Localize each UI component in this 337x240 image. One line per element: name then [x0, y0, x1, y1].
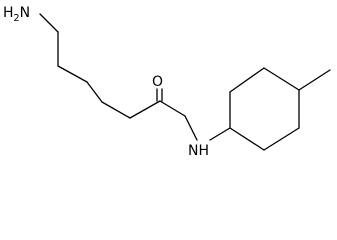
bond-c2-c3 — [57, 65, 88, 83]
amine-hydrogen-count: 2 — [14, 13, 20, 24]
bond-c4-c5 — [101, 101, 131, 119]
bond-carbonyl-amide-n — [159, 100, 186, 117]
bond-amide-n-down — [184, 115, 198, 141]
bond-amide-n-ring — [209, 127, 231, 141]
ring-bond-2 — [229, 67, 265, 93]
ring-bond-5 — [263, 127, 300, 151]
carbonyl-oxygen-label: O — [152, 74, 163, 90]
bond-c3-c4 — [86, 81, 103, 103]
bond-c5-c6 — [129, 100, 161, 119]
amine-group-label: H2N — [3, 5, 30, 24]
amine-hydrogen-label: H — [3, 5, 14, 21]
amine-nitrogen-label: N — [20, 5, 30, 21]
methyl-bond — [298, 69, 331, 91]
molecule-structure-diagram: H2N O NH — [3, 5, 331, 159]
amide-nitrogen-label: NH — [188, 143, 209, 159]
bond-n-c1 — [39, 13, 59, 33]
ring-bond-3 — [263, 67, 300, 91]
ring-bond-6 — [229, 127, 265, 151]
